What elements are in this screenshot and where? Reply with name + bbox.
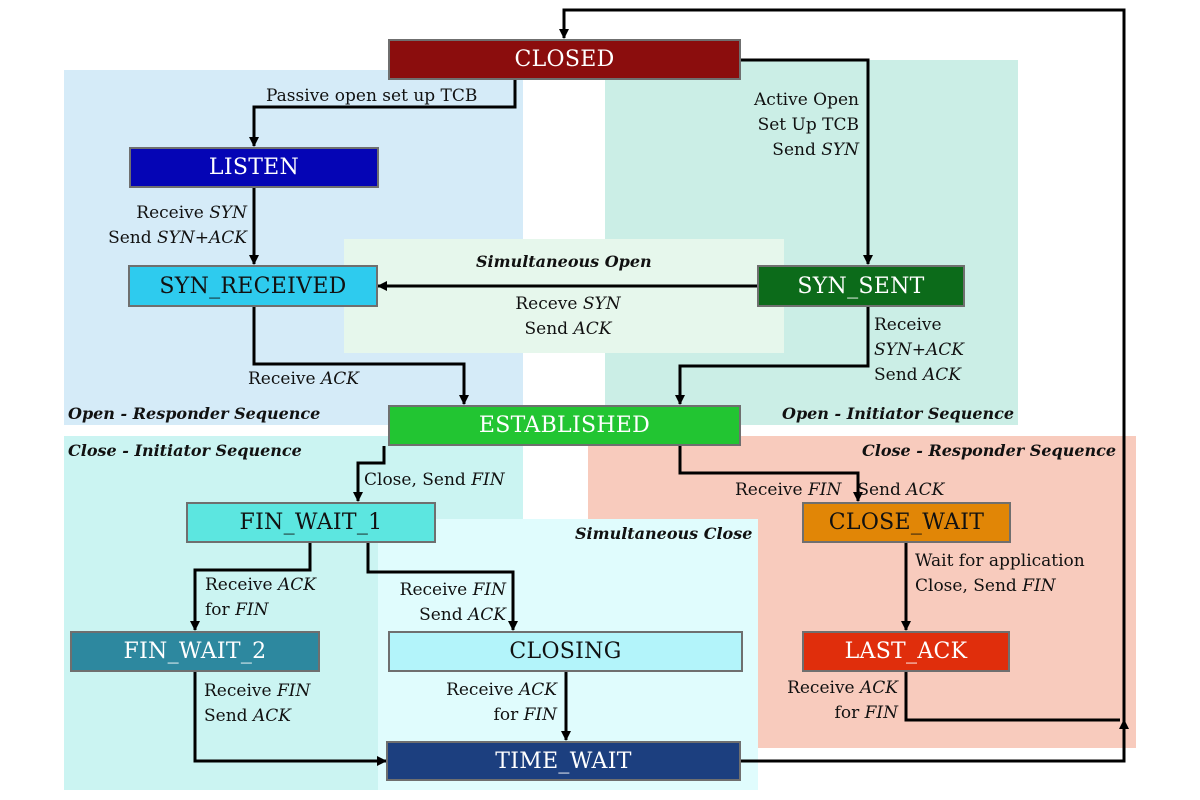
region-title-close-initiator: Close - Initiator Sequence: [68, 441, 302, 460]
state-fin-wait-1[interactable]: FIN_WAIT_1: [186, 502, 436, 543]
arrow-syn-received-to-established: [252, 307, 469, 405]
state-syn-sent[interactable]: SYN_SENT: [757, 265, 965, 307]
arrow-closed-to-syn-sent: [740, 58, 873, 265]
arrow-closed-to-listen: [249, 80, 517, 147]
state-closing[interactable]: CLOSING: [388, 631, 743, 672]
state-listen[interactable]: LISTEN: [129, 147, 379, 188]
state-closed[interactable]: CLOSED: [388, 39, 741, 80]
region-simultaneous-open: [344, 239, 784, 353]
arrow-established-to-close-wait: [678, 446, 863, 502]
arrow-last-ack-to-return: [904, 672, 1120, 722]
label-syn-received-to-established: Receive ACK: [248, 369, 359, 389]
arrow-time-wait-to-return: [741, 719, 1129, 763]
state-last-ack[interactable]: LAST_ACK: [802, 631, 1010, 672]
region-title-close-responder: Close - Responder Sequence: [862, 441, 1117, 460]
label-listen-to-syn-received: Receive SYN Send SYN+ACK: [108, 203, 247, 248]
arrow-fin-wait-1-to-fin-wait-2: [190, 543, 312, 631]
label-syn-sent-to-established: Receive SYN+ACK Send ACK: [874, 315, 964, 385]
label-active-open: Active Open Set Up TCB Send SYN: [754, 90, 859, 160]
label-simultaneous-open: Receve SYN Send ACK: [515, 294, 621, 339]
region-title-simultaneous-open: Simultaneous Open: [476, 252, 652, 271]
arrow-return-to-closed: [559, 8, 1126, 722]
region-title-simultaneous-close: Simultaneous Close: [575, 524, 753, 543]
region-title-open-initiator: Open - Initiator Sequence: [782, 404, 1015, 423]
label-fin-wait-2-to-time-wait: Receive FIN Send ACK: [204, 681, 311, 726]
state-syn-received[interactable]: SYN_RECEIVED: [128, 265, 378, 307]
region-title-open-responder: Open - Responder Sequence: [68, 404, 321, 423]
state-time-wait[interactable]: TIME_WAIT: [386, 741, 741, 781]
label-close-wait-to-last-ack: Wait for application Close, Send FIN: [915, 551, 1085, 596]
label-closing-to-time-wait: Receive ACK for FIN: [446, 680, 557, 725]
arrow-syn-sent-to-established: [675, 307, 870, 405]
label-passive-open: Passive open set up TCB: [266, 86, 478, 106]
arrow-fin-wait-2-to-time-wait: [193, 672, 387, 766]
arrow-established-to-fin-wait-1: [353, 446, 386, 502]
state-established[interactable]: ESTABLISHED: [388, 405, 741, 446]
state-close-wait[interactable]: CLOSE_WAIT: [802, 502, 1011, 543]
state-fin-wait-2[interactable]: FIN_WAIT_2: [70, 631, 320, 672]
label-last-ack-to-closed: Receive ACK for FIN: [787, 678, 898, 723]
label-fin-wait-1-to-closing: Receive FIN Send ACK: [399, 580, 506, 625]
arrow-fin-wait-1-to-closing: [366, 543, 518, 631]
label-established-to-fin-wait-1: Close, Send FIN: [364, 470, 505, 490]
label-fin-wait-1-to-fin-wait-2: Receive ACK for FIN: [205, 575, 316, 620]
